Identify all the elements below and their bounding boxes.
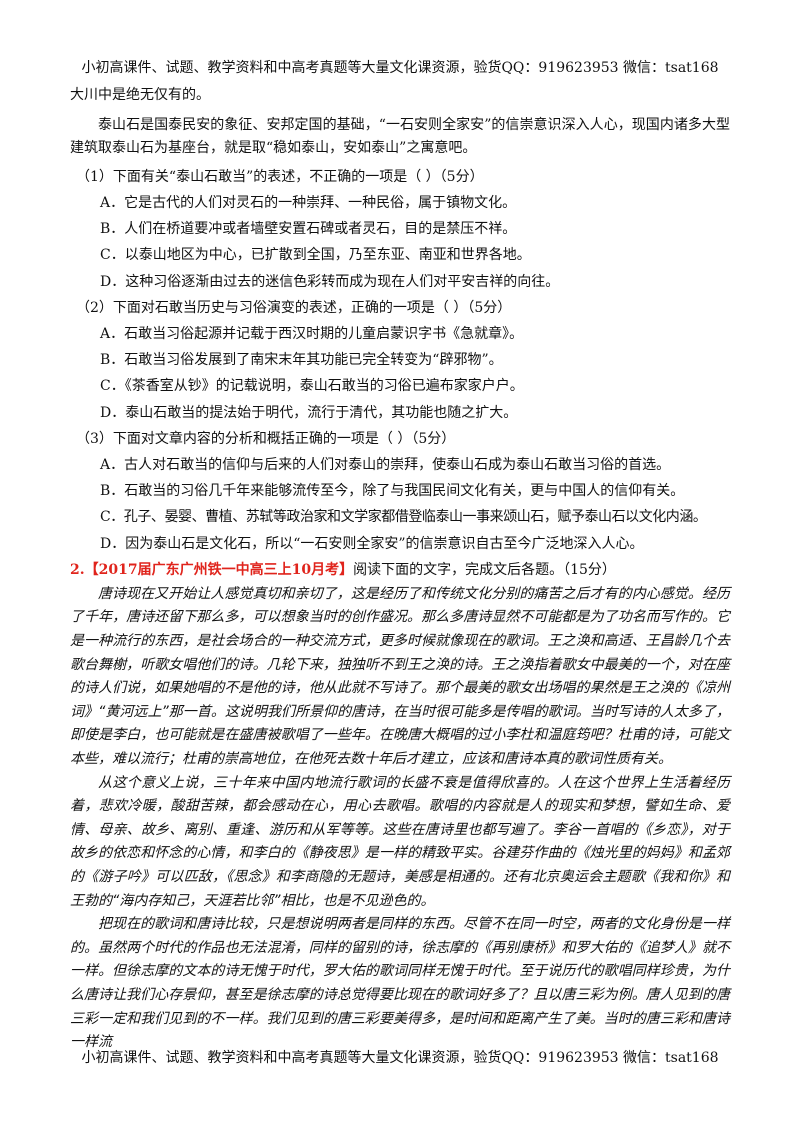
option-a: A．古人对石敢当的信仰与后来的人们对泰山的崇拜，使泰山石成为泰山石敢当习俗的首选…: [100, 457, 671, 474]
section-source: 【2017届广东广州铁一中高三上10月考】: [84, 561, 354, 578]
question-stem: （2）下面对石敢当历史与习俗演变的表述，正确的一项是（ ）（5分）: [76, 299, 512, 316]
question-stem: （3）下面对文章内容的分析和概括正确的一项是（ ）（5分）: [76, 430, 456, 447]
reading-article: 唐诗现在又开始让人感觉真切和亲切了，这是经历了和传统文化分别的痛苦之后才有的内心…: [70, 583, 730, 1055]
question-2: （2）下面对石敢当历史与习俗演变的表述，正确的一项是（ ）（5分） A．石敢当习…: [70, 295, 730, 426]
option-c: C．孔子、晏婴、曹植、苏轼等政治家和文学家都借登临泰山一事来颂山石，赋予泰山石以…: [100, 509, 707, 526]
option-d: D．因为泰山石是文化石，所以“一石安则全家安”的信崇意识自古至今广泛地深入人心。: [100, 535, 644, 552]
page-footer: 小初高课件、试题、教学资料和中高考真题等大量文化课资源，验货QQ：9196239…: [81, 1050, 719, 1066]
intro-paragraph: 泰山石是国泰民安的象征、安邦定国的基础，“一石安则全家安”的信崇意识深入人心，现…: [70, 116, 730, 157]
question-3: （3）下面对文章内容的分析和概括正确的一项是（ ）（5分） A．古人对石敢当的信…: [70, 426, 730, 557]
document-body: 大川中是绝无仅有的。 泰山石是国泰民安的象征、安邦定国的基础，“一石安则全家安”…: [70, 84, 730, 1055]
article-paragraph: 把现在的歌词和唐诗比较，只是想说明两者是同样的东西。尽管不在同一时空，两者的文化…: [70, 916, 730, 1051]
option-a: A．它是古代的人们对灵石的一种崇拜、一种民俗，属于镇物文化。: [100, 194, 517, 211]
intro-line: 大川中是绝无仅有的。: [70, 87, 210, 103]
option-b: B．石敢当的习俗几千年来能够流传至今，除了与我国民间文化有关，更与中国人的信仰有…: [100, 483, 685, 500]
option-c: C．《茶香室从钞》的记载说明，泰山石敢当的习俗已遍布家家户户。: [100, 378, 524, 395]
option-d: D．泰山石敢当的提法始于明代，流行于清代，其功能也随之扩大。: [100, 404, 518, 421]
page-header: 小初高课件、试题、教学资料和中高考真题等大量文化课资源，验货QQ：9196239…: [81, 60, 719, 76]
section-2-title: 2.【2017届广东广州铁一中高三上10月考】阅读下面的文字，完成文后各题。（1…: [70, 557, 730, 583]
question-stem: （1）下面有关“泰山石敢当”的表述，不正确的一项是（ ）（5分）: [76, 168, 484, 185]
question-1: （1）下面有关“泰山石敢当”的表述，不正确的一项是（ ）（5分） A．它是古代的…: [70, 164, 730, 295]
option-d: D．这种习俗逐渐由过去的迷信色彩转而成为现在人们对平安吉祥的向往。: [100, 273, 560, 290]
section-instruction: 阅读下面的文字，完成文后各题。（15分）: [353, 561, 616, 578]
option-b: B．石敢当习俗发展到了南宋末年其功能已完全转变为“辟邪物”。: [100, 352, 503, 369]
option-c: C．以泰山地区为中心，已扩散到全国，乃至东亚、南亚和世界各地。: [100, 247, 531, 264]
option-a: A．石敢当习俗起源并记载于西汉时期的儿童启蒙识字书《急就章》。: [100, 326, 524, 342]
section-number: 2.: [70, 561, 85, 578]
option-b: B．人们在桥道要冲或者墙壁安置石碑或者灵石，目的是禁压不祥。: [100, 221, 517, 238]
article-paragraph: 从这个意义上说，三十年来中国内地流行歌词的长盛不衰是值得欣喜的。人在这个世界上生…: [70, 774, 730, 909]
article-paragraph: 唐诗现在又开始让人感觉真切和亲切了，这是经历了和传统文化分别的痛苦之后才有的内心…: [70, 585, 730, 767]
